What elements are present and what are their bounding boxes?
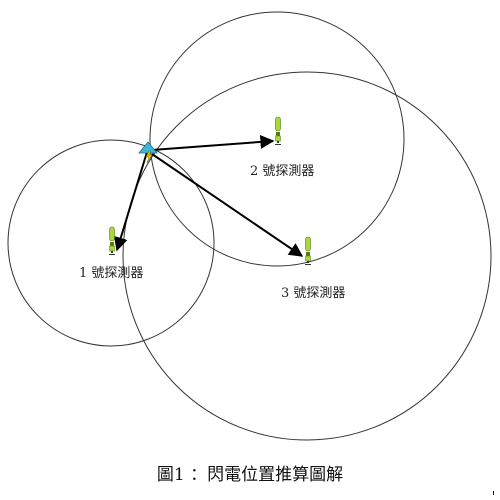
figure-caption: 圖1 ：閃電位置推算圖解	[156, 465, 344, 485]
range-circle-3	[122, 71, 492, 441]
arrow-to-detector-1	[113, 151, 148, 252]
arrow-to-detector-2	[151, 134, 275, 151]
detector-2-icon	[275, 116, 281, 145]
corner-mark	[493, 491, 494, 495]
detector-1-icon	[109, 226, 115, 255]
arrow-to-detector-3	[151, 153, 304, 257]
range-circle-1	[7, 139, 215, 347]
detector-3-label: 3 號探測器	[281, 286, 346, 301]
detector-2-label: 2 號探測器	[250, 164, 315, 179]
detector-3-icon	[305, 236, 311, 265]
range-circle-2	[149, 11, 405, 267]
lightning-strike-icon	[138, 141, 158, 164]
detector-1-label: 1 號探測器	[79, 266, 144, 281]
